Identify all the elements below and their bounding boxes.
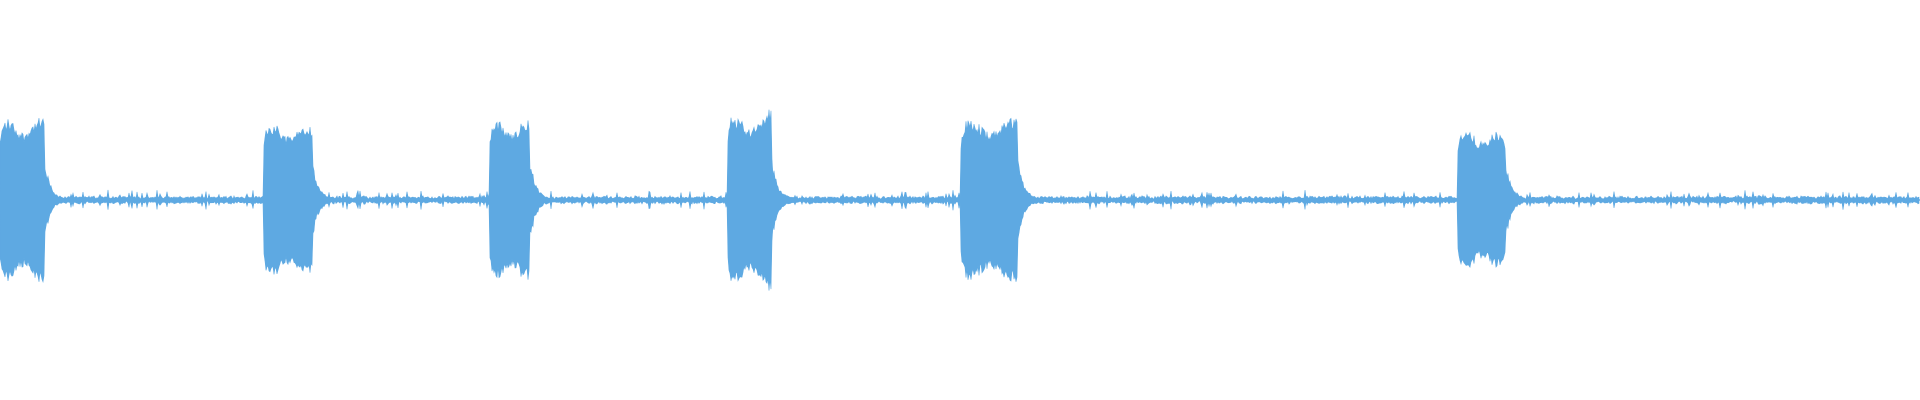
waveform-view[interactable] xyxy=(0,0,1920,400)
audio-waveform[interactable] xyxy=(0,0,1920,400)
